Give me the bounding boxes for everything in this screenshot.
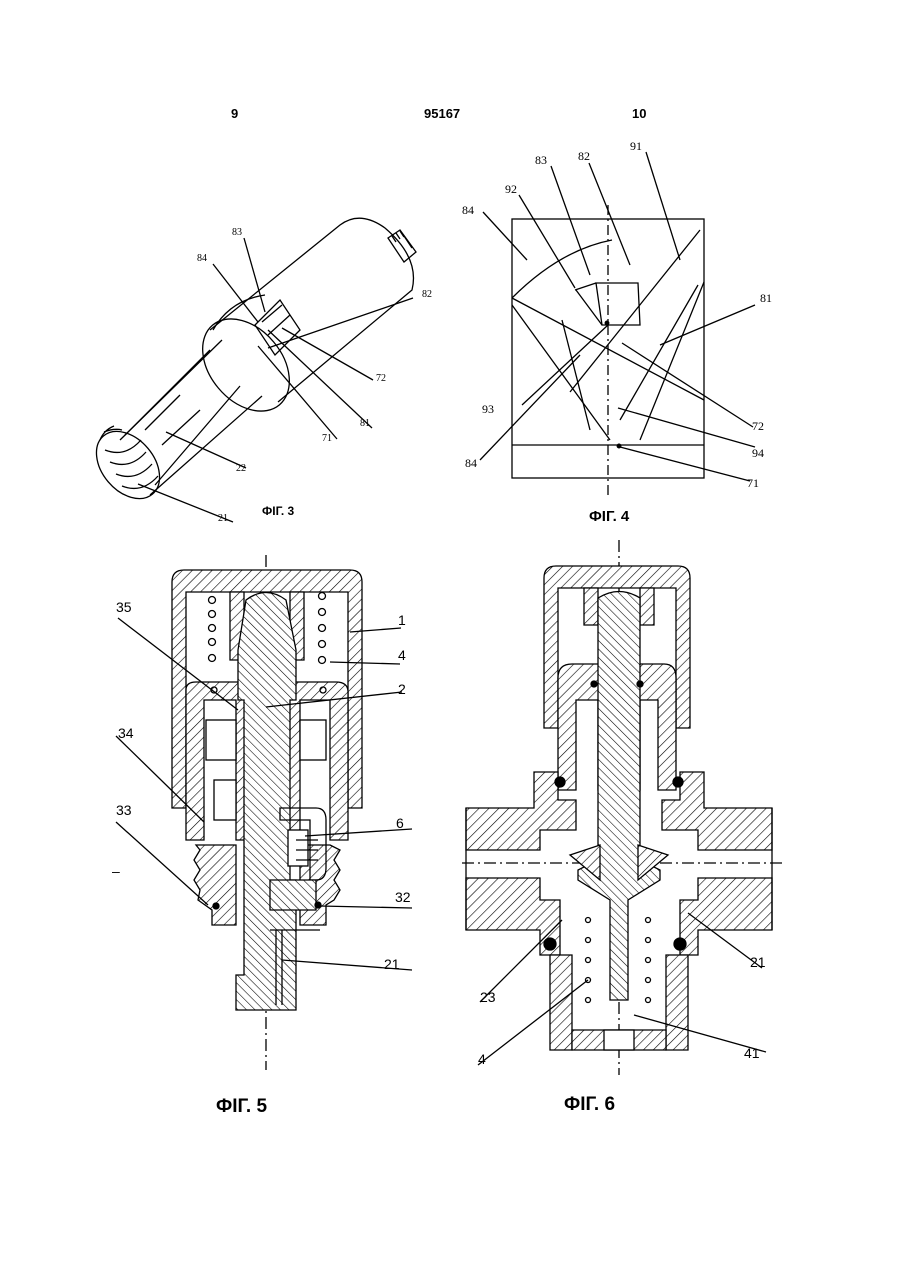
fig5-label-6: 6 xyxy=(396,815,404,831)
fig3-label-21: 21 xyxy=(218,513,228,524)
fig3-label-71: 71 xyxy=(322,433,332,444)
figure-6-drawing xyxy=(462,540,782,1075)
fig3-label-81: 81 xyxy=(360,418,370,429)
fig4-label-94: 94 xyxy=(752,446,764,460)
fig3-label-83: 83 xyxy=(232,227,242,238)
fig4-label-83: 83 xyxy=(535,153,547,167)
fig4-label-71: 71 xyxy=(747,476,759,490)
fig3-label-84: 84 xyxy=(197,253,207,264)
figure-4-drawing xyxy=(480,152,755,495)
fig5-label-2: 2 xyxy=(398,681,406,697)
fig4-label-92: 92 xyxy=(505,182,517,196)
fig4-label-84-top: 84 xyxy=(462,203,474,217)
figure-5-drawing xyxy=(116,555,412,1070)
fig5-label-35: 35 xyxy=(116,599,132,615)
fig4-label-82: 82 xyxy=(578,149,590,163)
fig5-label-21: 21 xyxy=(384,956,400,972)
figure-3-labels: 83 84 82 72 81 71 22 21 xyxy=(197,227,432,524)
fig6-label-41: 41 xyxy=(744,1045,760,1061)
figure-5-caption: ФІГ. 5 xyxy=(216,1096,267,1118)
fig4-label-91: 91 xyxy=(630,139,642,153)
fig5-label-32: 32 xyxy=(395,889,411,905)
fig4-label-93: 93 xyxy=(482,402,494,416)
fig4-label-72: 72 xyxy=(752,419,764,433)
fig4-label-81: 81 xyxy=(760,291,772,305)
figure-4-caption: ФІГ. 4 xyxy=(589,508,629,525)
fig6-label-23: 23 xyxy=(480,989,496,1005)
figure-3-drawing xyxy=(84,218,416,522)
figure-4-labels: 83 82 91 92 84 81 93 72 84 94 71 xyxy=(462,139,772,490)
fig5-label-1: 1 xyxy=(398,612,406,628)
fig3-label-72: 72 xyxy=(376,373,386,384)
figure-3-caption: ФІГ. 3 xyxy=(262,504,294,518)
fig5-label-4: 4 xyxy=(398,647,406,663)
fig6-label-4: 4 xyxy=(478,1051,486,1067)
fig6-label-21: 21 xyxy=(750,954,766,970)
fig5-label-34: 34 xyxy=(118,725,134,741)
fig3-label-82: 82 xyxy=(422,289,432,300)
fig5-label-33: 33 xyxy=(116,802,132,818)
figure-6-caption: ФІГ. 6 xyxy=(564,1094,615,1116)
fig3-label-22: 22 xyxy=(236,463,246,474)
fig5-dash: – xyxy=(112,863,120,879)
fig4-label-84-bottom: 84 xyxy=(465,456,477,470)
